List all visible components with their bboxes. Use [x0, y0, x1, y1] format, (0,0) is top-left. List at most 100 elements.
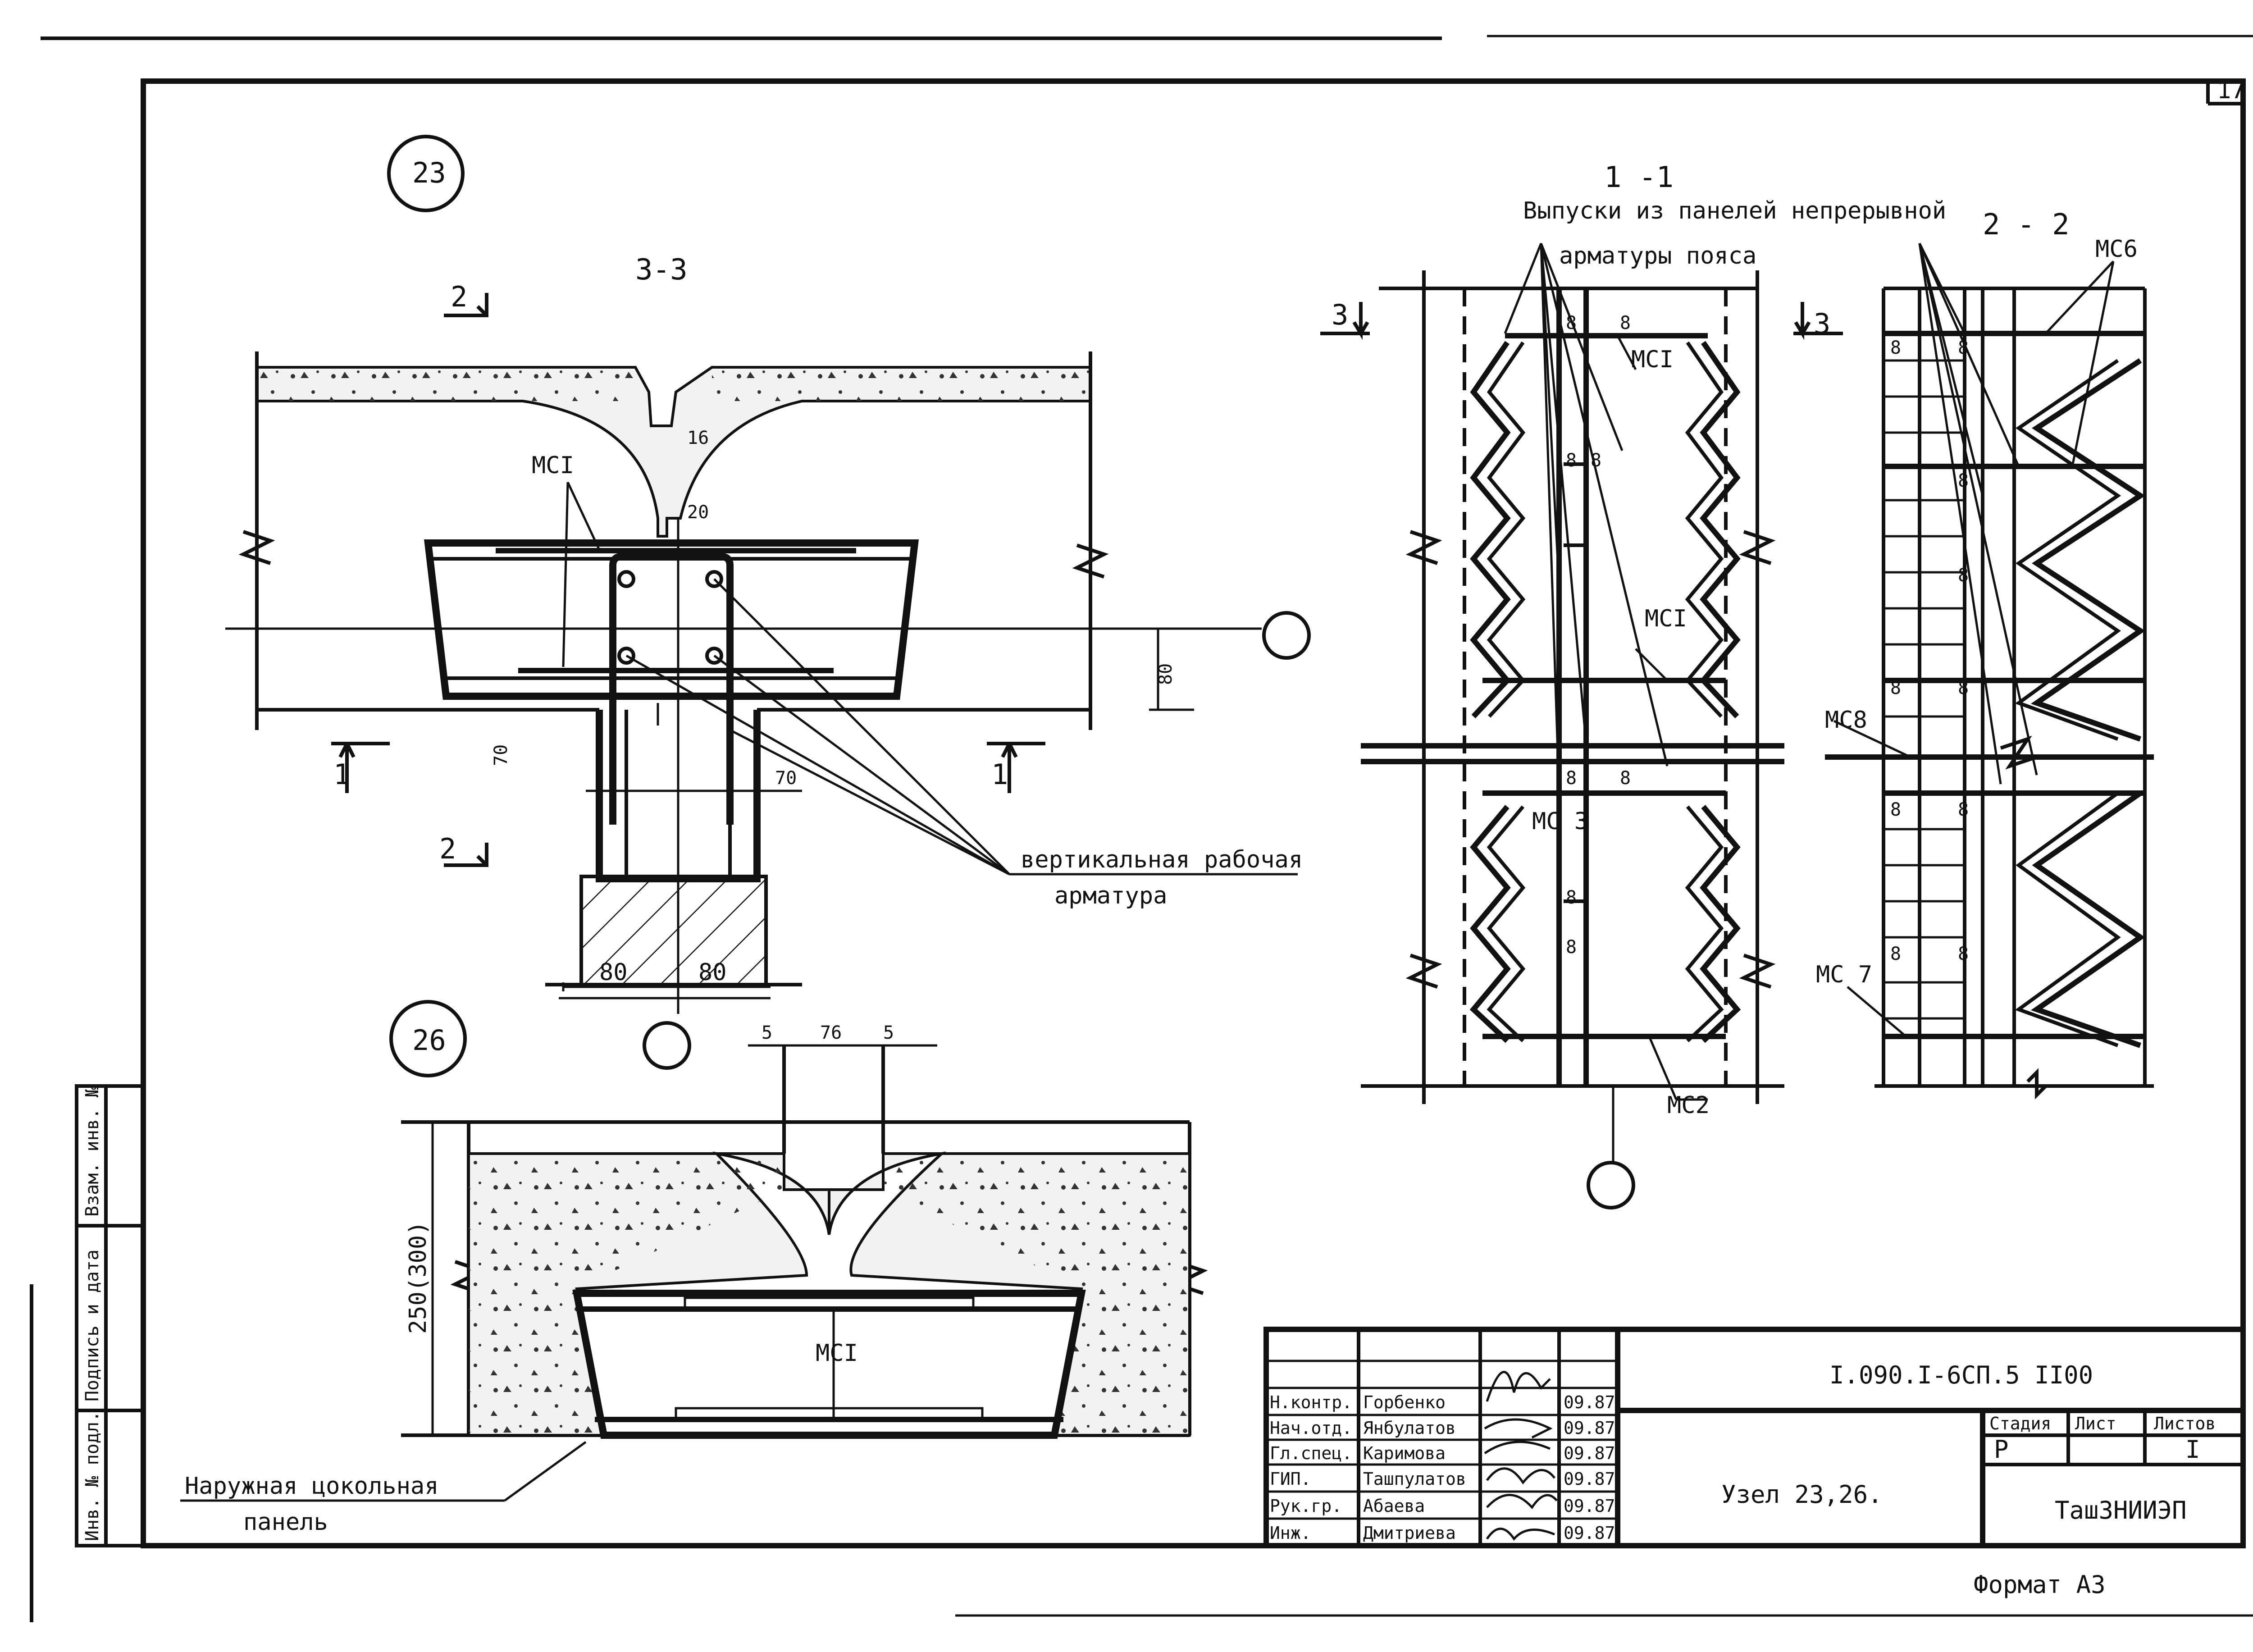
- signature-role-5: Инж.: [1270, 1523, 1311, 1543]
- bar-mark: 8: [1591, 450, 1601, 471]
- node-26-mc1-label: МСI: [816, 1340, 858, 1367]
- document-code: I.090.I-6СП.5 II00: [1829, 1361, 2093, 1389]
- sheets-value: I: [2185, 1435, 2200, 1464]
- callout-vertical-rebar-line1: вертикальная рабочая: [1021, 846, 1303, 873]
- bar-mark: 8: [1566, 768, 1577, 789]
- bar-mark: 8: [1566, 937, 1577, 958]
- section-2-2-mc6: МС6: [2095, 236, 2138, 263]
- section-3-3-title: 3-3: [635, 253, 688, 287]
- bar-mark: 8: [1566, 313, 1577, 333]
- cut-3-right-label: 3: [1814, 307, 1830, 340]
- dim-76: 76: [820, 1022, 842, 1043]
- bar-mark: 8: [1620, 768, 1631, 789]
- section-1-1-drawing: [1320, 243, 1843, 1209]
- signature-role-2: Гл.спец.: [1270, 1443, 1352, 1463]
- section-1-1-title: 1 -1: [1604, 161, 1674, 194]
- sheet-header: Лист: [2075, 1414, 2116, 1433]
- cut-3-left-label: 3: [1332, 298, 1348, 331]
- axis-marker-bottom: [643, 1021, 691, 1070]
- callout-belt-rebar-line1: Выпуски из панелей непрерывной: [1523, 197, 1946, 224]
- node-23-mc1-label: МСI: [532, 452, 574, 479]
- organization: ТашЗНИИЭП: [2055, 1496, 2187, 1524]
- section-2-2-mc7: МС 7: [1816, 961, 1872, 988]
- dim-80-b: 80: [698, 959, 727, 986]
- dim-5-right: 5: [883, 1022, 894, 1043]
- section-2-2-title: 2 - 2: [1983, 208, 2070, 242]
- signature-role-3: ГИП.: [1270, 1469, 1311, 1489]
- cut-1-right-label: 1: [991, 758, 1008, 791]
- signature-role-0: Н.контр.: [1270, 1392, 1352, 1412]
- signature-name-3: Ташпулатов: [1363, 1469, 1466, 1489]
- sheets-header: Листов: [2154, 1414, 2216, 1433]
- side-stamp-cell-inventory: Инв. № подл.: [82, 1411, 103, 1541]
- cut-2-bottom-label: 2: [439, 832, 456, 865]
- signature-date-3: 09.87: [1564, 1469, 1615, 1489]
- cut-1-left-label: 1: [333, 758, 350, 791]
- section-1-1-mc3: МС 3: [1532, 808, 1588, 835]
- node-23-marker: [387, 135, 465, 212]
- callout-panel-line1: Наружная цокольная: [185, 1473, 439, 1500]
- section-2-2-mc8: МС8: [1825, 707, 1867, 734]
- dim-250-300: 250(300): [405, 1221, 432, 1334]
- bar-mark: 8: [1958, 470, 1969, 491]
- signature-name-2: Каримова: [1363, 1443, 1446, 1463]
- axis-marker-section-1-1: [1587, 1161, 1635, 1209]
- cut-2-top-label: 2: [451, 280, 467, 313]
- signature-date-2: 09.87: [1564, 1443, 1615, 1463]
- dim-70-left: 70: [491, 744, 511, 766]
- signature-name-4: Абаева: [1363, 1496, 1425, 1516]
- bar-mark: 8: [1890, 944, 1901, 964]
- signature-role-1: Нач.отд.: [1270, 1418, 1352, 1438]
- side-stamp-cell-signature: Подпись и дата: [82, 1250, 103, 1401]
- side-stamp-cell-replaced: Взам. инв. №: [82, 1086, 103, 1217]
- dim-80-right: 80: [1155, 663, 1176, 685]
- bar-mark: 8: [1890, 678, 1901, 698]
- stage-header: Стадия: [1989, 1414, 2051, 1433]
- sheet-frame: [30, 35, 2253, 1622]
- signature-date-0: 09.87: [1564, 1392, 1615, 1412]
- bar-mark: 8: [1566, 887, 1577, 908]
- ladder-rungs: [1884, 359, 1965, 1020]
- dim-16: 16: [687, 428, 709, 448]
- callout-vertical-rebar-line2: арматура: [1054, 882, 1167, 909]
- stage-value: Р: [1994, 1435, 2009, 1464]
- signature-name-0: Горбенко: [1363, 1392, 1446, 1412]
- bar-mark: 8: [1620, 313, 1631, 333]
- bar-mark: 8: [1890, 799, 1901, 820]
- node-26-marker: [389, 1000, 467, 1077]
- dim-80-a: 80: [599, 959, 628, 986]
- section-2-2-drawing: [1825, 242, 2154, 1100]
- signature-date-4: 09.87: [1564, 1496, 1615, 1516]
- node-26-drawing: [180, 1000, 1208, 1502]
- bar-mark: 8: [1958, 565, 1969, 586]
- bar-mark: 8: [1958, 338, 1969, 358]
- section-1-1-mc2: МС2: [1667, 1092, 1710, 1119]
- bar-mark: 8: [1958, 799, 1969, 820]
- section-1-1-mc1-mid: МСI: [1645, 605, 1687, 632]
- dim-5-left: 5: [762, 1022, 772, 1043]
- bar-mark: 8: [1958, 678, 1969, 698]
- title-block: [1263, 1327, 2246, 1548]
- bar-mark: 8: [1890, 338, 1901, 358]
- side-stamp: [75, 1084, 145, 1547]
- drawing-name: Узел 23,26.: [1721, 1480, 1883, 1509]
- signature-name-1: Янбулатов: [1363, 1418, 1456, 1438]
- signature-date-5: 09.87: [1564, 1523, 1615, 1543]
- signature-name-5: Дмитриева: [1363, 1523, 1456, 1543]
- bar-mark: 8: [1958, 944, 1969, 964]
- node-23-drawing: [225, 135, 1311, 1070]
- node-26-marker-label: 26: [412, 1024, 446, 1057]
- dim-20: 20: [687, 502, 709, 523]
- node-23-marker-label: 23: [412, 156, 446, 189]
- signature-date-1: 09.87: [1564, 1418, 1615, 1438]
- signature-role-4: Рук.гр.: [1270, 1496, 1342, 1516]
- callout-panel-line2: панель: [243, 1509, 328, 1536]
- callout-belt-rebar-line2: арматуры пояса: [1559, 242, 1756, 269]
- axis-marker-right: [1262, 611, 1311, 660]
- sheet-format: Формат А3: [1974, 1570, 2106, 1599]
- section-1-1-mc1-top: МСI: [1631, 346, 1674, 373]
- dim-70-right: 70: [775, 768, 797, 789]
- page-number: 17: [2217, 77, 2245, 104]
